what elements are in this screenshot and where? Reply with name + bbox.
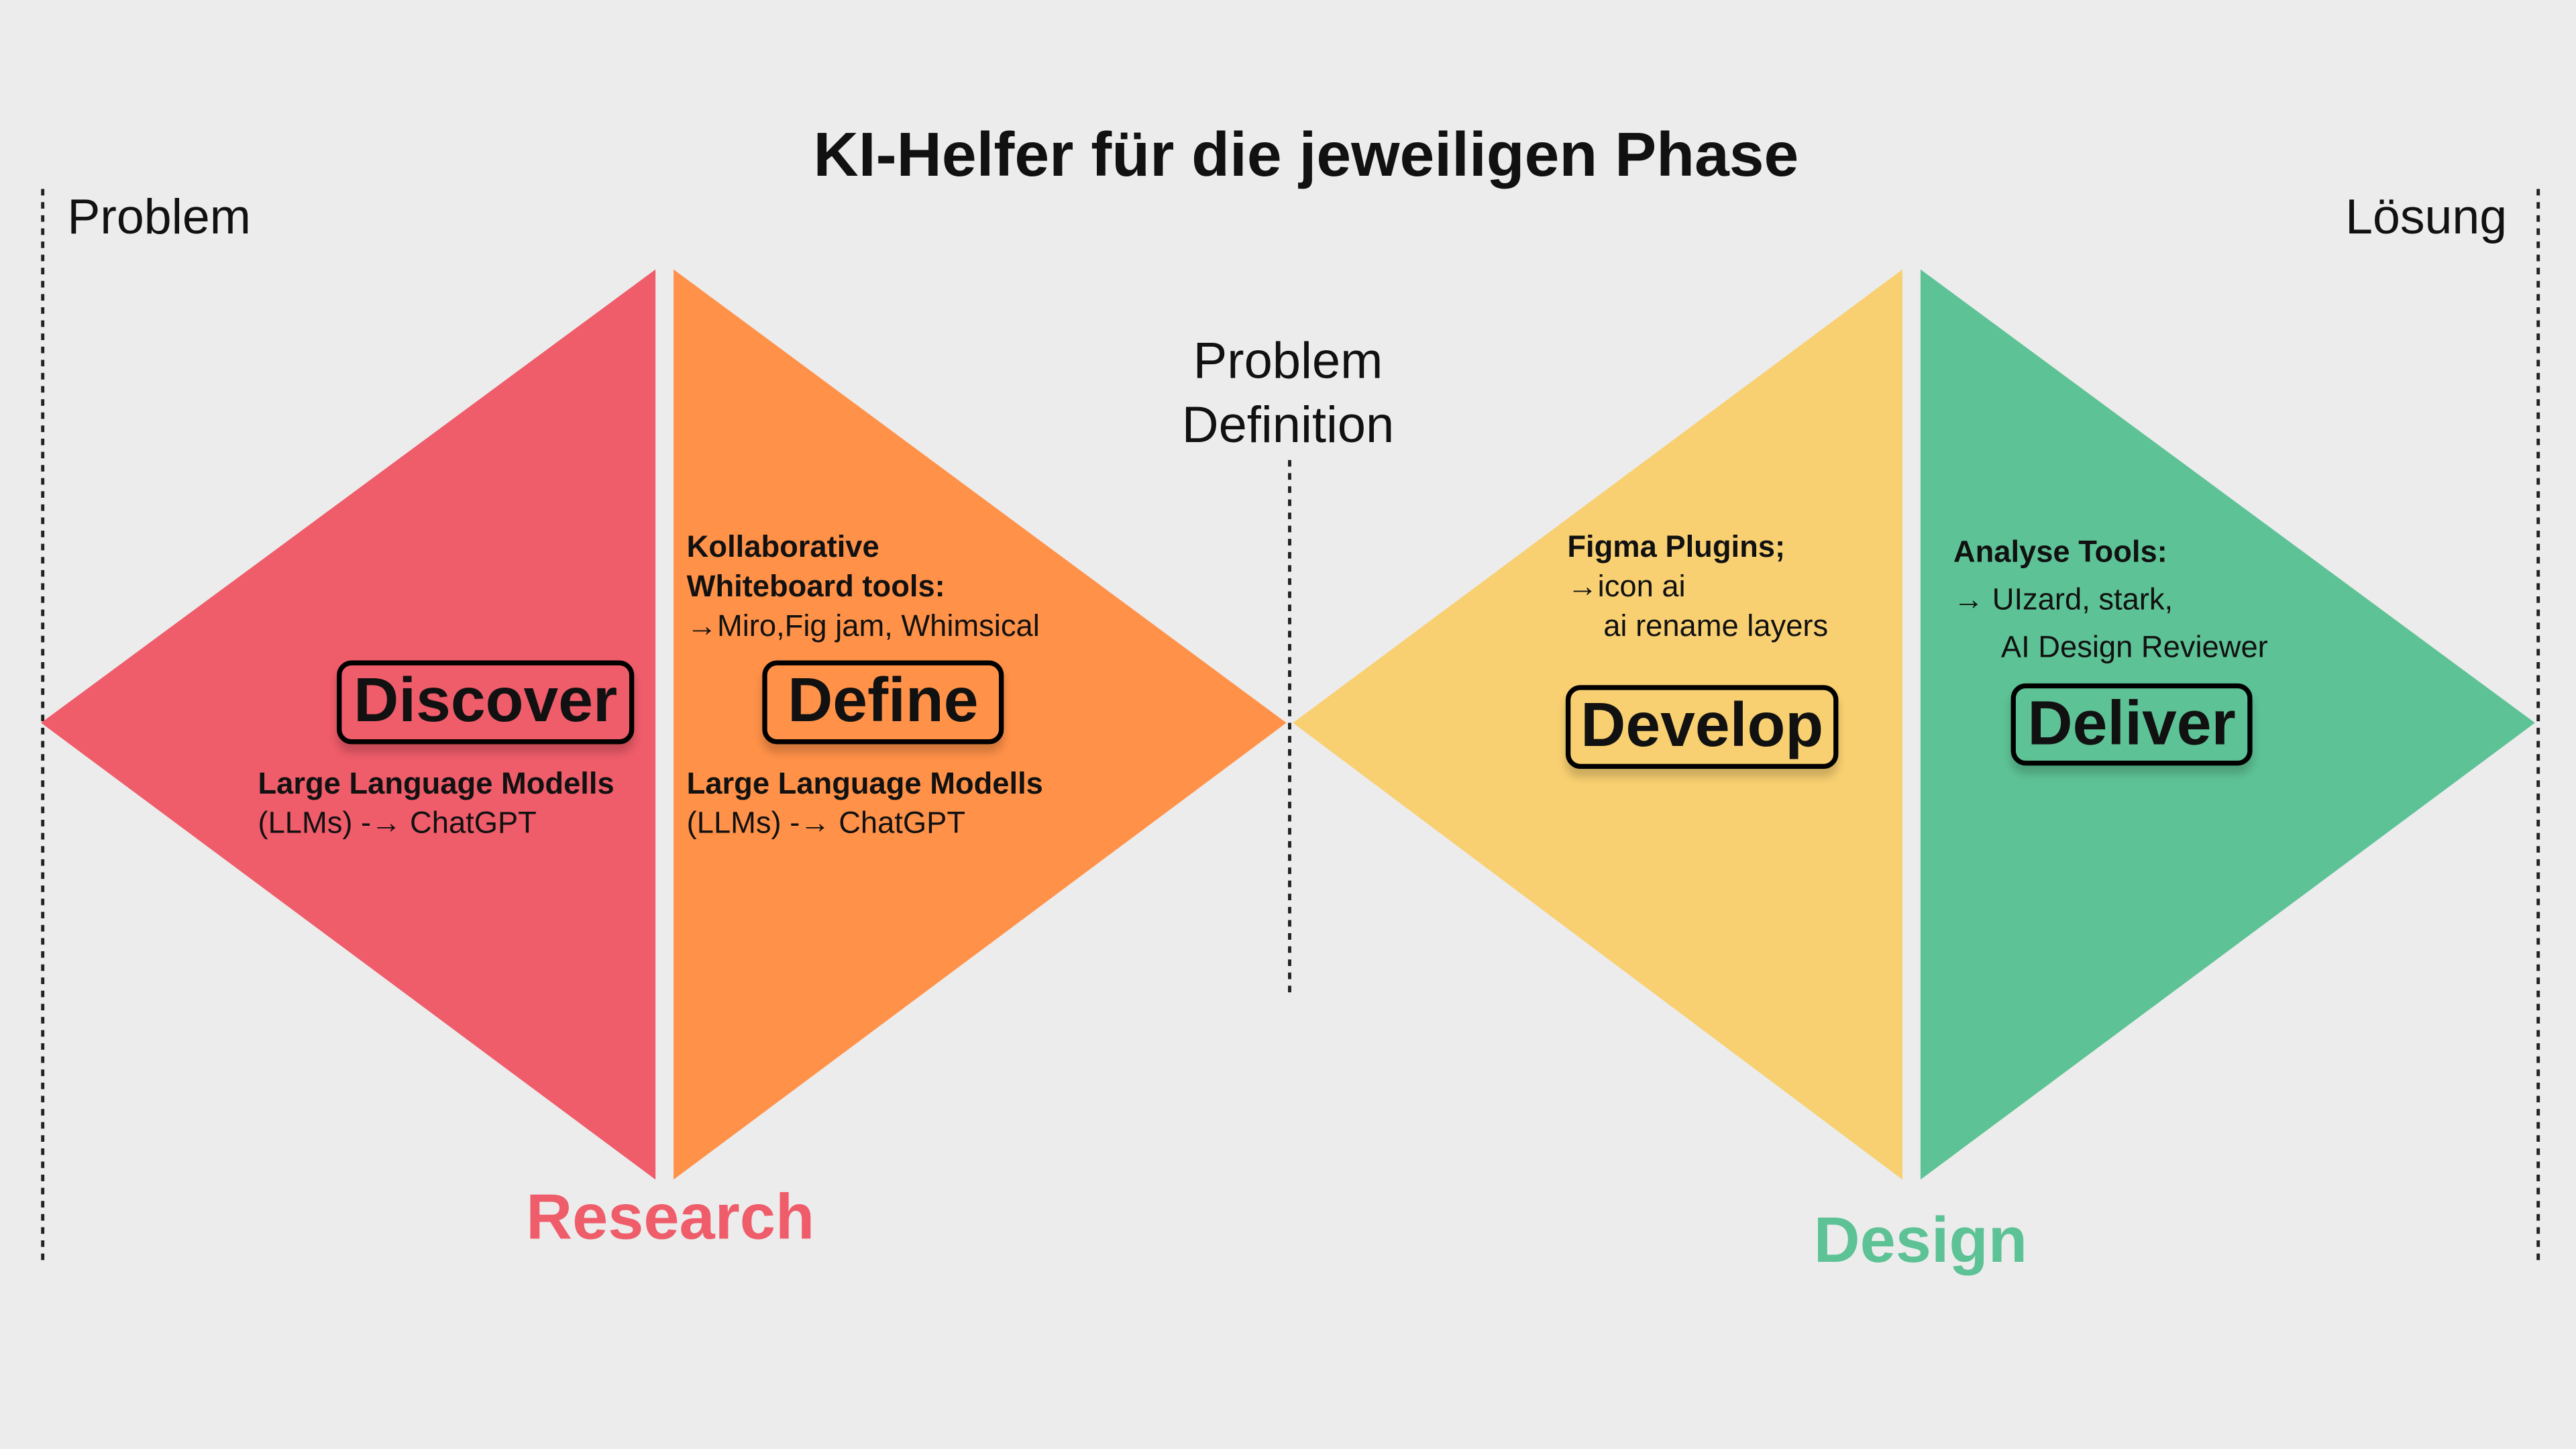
discover-tool-text: (LLMs) -→ ChatGPT xyxy=(258,805,537,840)
discover-label: Discover xyxy=(337,660,635,745)
page-title: KI-Helfer für die jeweiligen Phase xyxy=(813,121,1799,191)
design-group-label: Design xyxy=(1813,1205,2028,1277)
define-tool-text: (LLMs) -→ ChatGPT xyxy=(686,805,966,840)
problem-label: Problem xyxy=(67,191,252,245)
develop-tool-title: Figma Plugins; xyxy=(1567,529,1786,564)
define-tools: Large Language Modells (LLMs) -→ ChatGPT xyxy=(687,764,1043,843)
define-triangle xyxy=(674,269,1287,1180)
discover-tool-title: Large Language Modells xyxy=(258,765,614,800)
problem-definition-line-1: Problem xyxy=(1193,331,1383,390)
develop-tool-line-1: →icon ai xyxy=(1567,568,1686,603)
deliver-tool-line-2: AI Design Reviewer xyxy=(2000,629,2268,664)
define-tool-title: Large Language Modells xyxy=(686,765,1043,800)
develop-tools: Figma Plugins; →icon ai ai rename layers xyxy=(1567,527,1828,645)
develop-triangle xyxy=(1293,269,1902,1180)
define-top-title-2: Whiteboard tools: xyxy=(686,568,945,603)
deliver-triangle xyxy=(1920,269,2535,1180)
deliver-label: Deliver xyxy=(2010,683,2253,766)
define-top-tools: Kollaborative Whiteboard tools: →Miro,Fi… xyxy=(687,527,1040,645)
define-top-title-1: Kollaborative xyxy=(686,529,879,564)
define-label: Define xyxy=(762,660,1004,745)
solution-label: Lösung xyxy=(2345,191,2508,245)
deliver-tools: Analyse Tools: → UIzard, stark, AI Desig… xyxy=(1953,527,2268,670)
research-group-label: Research xyxy=(526,1183,815,1254)
discover-tools: Large Language Modells (LLMs) -→ ChatGPT xyxy=(258,764,614,843)
define-top-text: →Miro,Fig jam, Whimsical xyxy=(686,608,1040,643)
develop-tool-line-2: ai rename layers xyxy=(1603,608,1829,643)
problem-definition-label: Problem Definition xyxy=(1124,329,1452,457)
discover-triangle xyxy=(41,269,656,1180)
problem-definition-line-2: Definition xyxy=(1181,396,1395,453)
deliver-tool-line-1: → UIzard, stark, xyxy=(1953,581,2174,616)
deliver-tool-title: Analyse Tools: xyxy=(1953,533,2167,569)
develop-label: Develop xyxy=(1565,685,1839,769)
